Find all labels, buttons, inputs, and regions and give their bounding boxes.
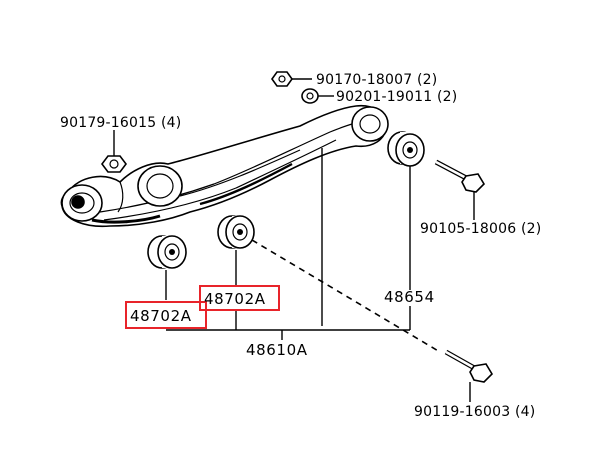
bushing-icon: [217, 215, 255, 249]
callout-90105-18006[interactable]: 90105-18006 (2): [420, 221, 541, 237]
nut-icon: [101, 155, 127, 173]
bushing-icon: [387, 131, 425, 167]
callout-90119-16003[interactable]: 90119-16003 (4): [414, 404, 535, 420]
callout-90179-16015[interactable]: 90179-16015 (4): [60, 115, 181, 131]
callout-48610A[interactable]: 48610A: [246, 341, 308, 359]
bushing-icon: [147, 235, 187, 269]
highlight-box-48702A-left: [125, 301, 207, 329]
nut-icon: [271, 71, 293, 87]
washer-icon: [301, 88, 319, 104]
callout-48702A-mid[interactable]: 48702A: [204, 290, 266, 308]
callout-90170-18007[interactable]: 90170-18007 (2): [316, 72, 437, 88]
callout-90201-19011[interactable]: 90201-19011 (2): [336, 89, 457, 105]
callout-48702A-left[interactable]: 48702A: [130, 307, 192, 325]
bolt-icon: [434, 159, 486, 193]
highlight-box-48702A-mid: [199, 285, 280, 311]
control-arm-icon: [60, 104, 389, 228]
callout-48654[interactable]: 48654: [384, 288, 435, 306]
bolt-icon: [444, 349, 494, 383]
